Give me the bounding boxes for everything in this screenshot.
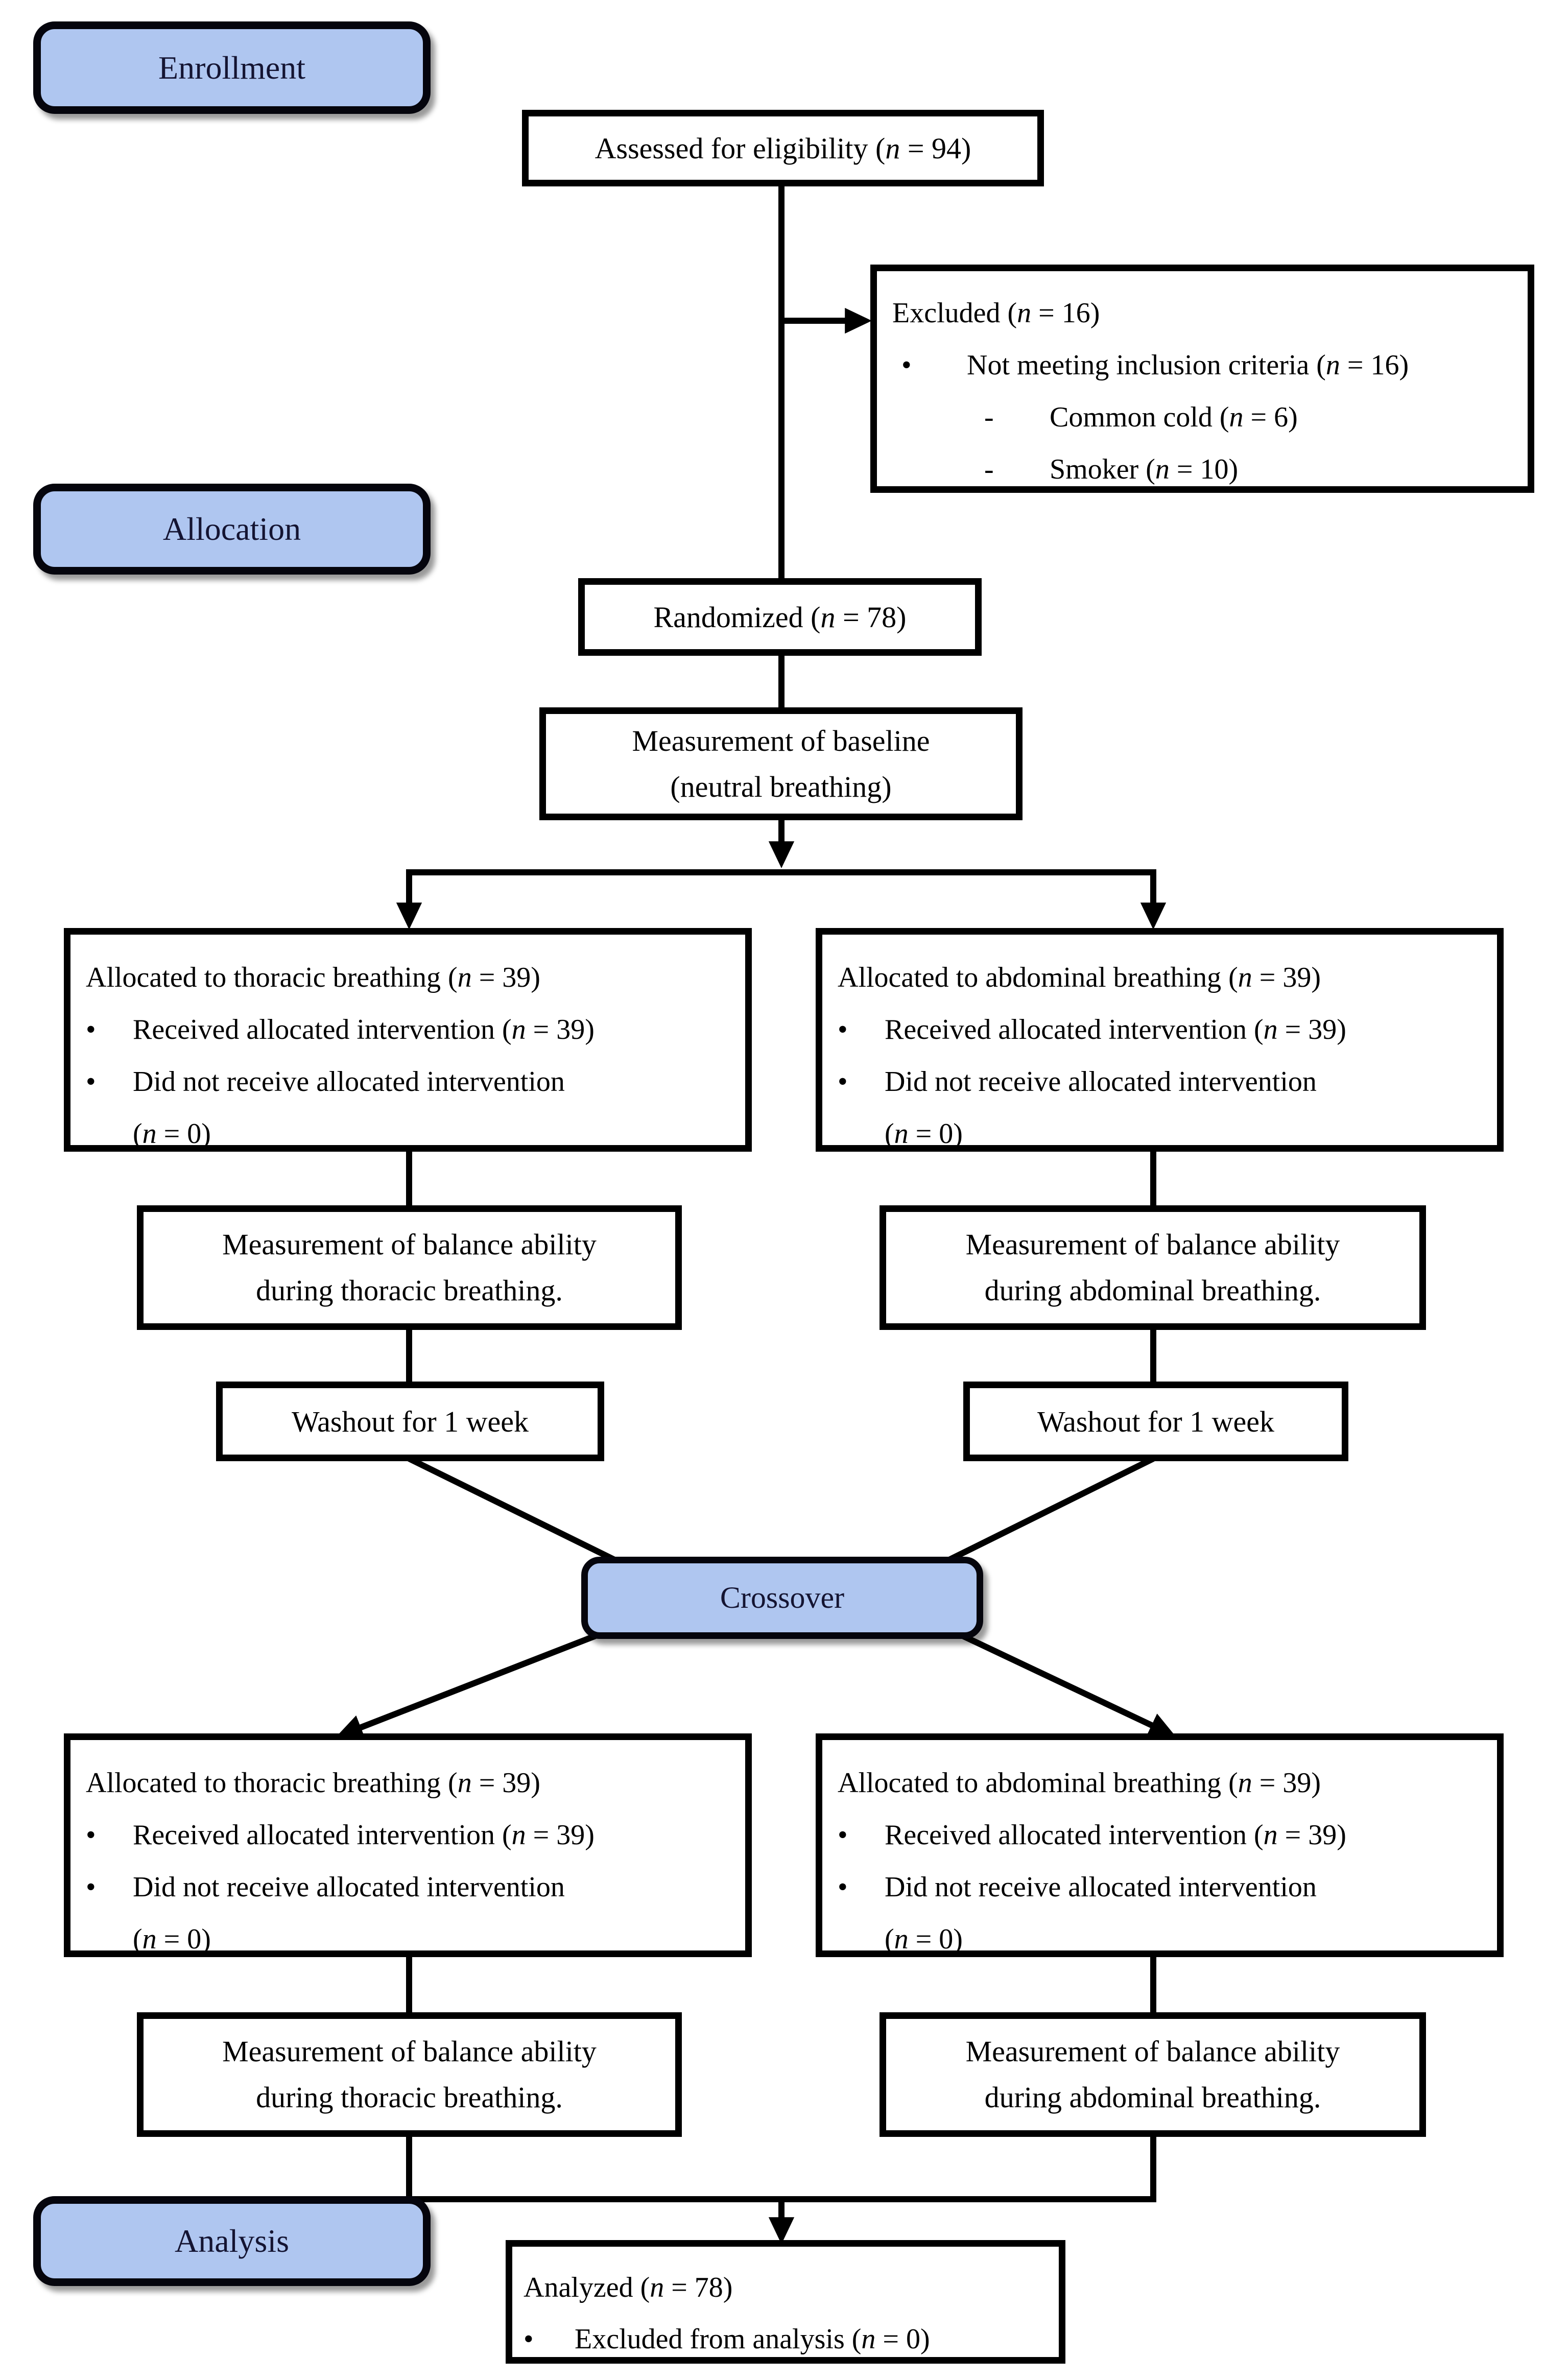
bullet-marker: • [86,1871,96,1903]
box-alloc-thoracic-2: Allocated to thoracic breathing (n = 39)… [64,1733,752,1957]
badge-enrollment-label: Enrollment [158,49,305,86]
meas-thoracic-1-line2: during thoracic breathing. [256,1274,563,1307]
alloc-thoracic-1-title: Allocated to thoracic breathing (n = 39) [86,962,540,993]
bullet-marker: • [838,1871,848,1903]
analyzed-excluded-label: Excluded from analysis (n = 0) [575,2323,930,2355]
excluded-item-common-cold: - Common cold (n = 6) [877,392,1528,444]
meas-thoracic-2-line2: during thoracic breathing. [256,2081,563,2114]
washout-left-label: Washout for 1 week [291,1405,529,1438]
connector-crossover-to-alloc2-left [336,1620,630,1740]
box-washout-left: Washout for 1 week [216,1382,604,1461]
bullet-marker: • [901,349,912,381]
dash-marker: - [984,401,994,433]
badge-enrollment: Enrollment [33,21,431,114]
alloc-thoracic-1-received-label: Received allocated intervention (n = 39) [133,1013,595,1045]
badge-analysis-label: Analysis [175,2223,289,2259]
alloc-abdominal-2-received: • Received allocated intervention (n = 3… [822,1810,1497,1862]
excluded-item-common-cold-label: Common cold (n = 6) [1050,401,1298,433]
box-meas-abdominal-2: Measurement of balance ability during ab… [880,2012,1426,2137]
dash-marker: - [984,453,994,485]
alloc-abdominal-1-not-received-label: Did not receive allocated intervention [885,1065,1317,1098]
washout-right-label: Washout for 1 week [1037,1405,1275,1438]
alloc-thoracic-2-received-label: Received allocated intervention (n = 39) [133,1819,595,1851]
badge-allocation: Allocation [33,484,431,575]
meas-thoracic-1-line1: Measurement of balance ability [222,1228,597,1262]
alloc-thoracic-1-not-received: • Did not receive allocated intervention [70,1056,745,1108]
box-meas-abdominal-1: Measurement of balance ability during ab… [880,1205,1426,1330]
bullet-marker: • [838,1065,848,1098]
alloc-abdominal-2-not-received-n: (n = 0) [885,1923,963,1955]
meas-thoracic-2-line1: Measurement of balance ability [222,2035,597,2068]
alloc-thoracic-2-not-received: • Did not receive allocated intervention [70,1862,745,1914]
bullet-marker: • [86,1013,96,1045]
box-crossover: Crossover [581,1557,983,1639]
connector-washout-right-to-crossover [921,1456,1155,1576]
crossover-label: Crossover [720,1581,845,1614]
excluded-item-smoker-label: Smoker (n = 10) [1050,453,1239,485]
alloc-abdominal-1-not-received-n: (n = 0) [885,1117,963,1150]
box-analyzed: Analyzed (n = 78) • Excluded from analys… [506,2240,1065,2364]
assessed-label: Assessed for eligibility (n = 94) [595,131,971,165]
connector-washout-left-to-crossover [408,1456,643,1576]
excluded-item-smoker: - Smoker (n = 10) [877,444,1528,496]
alloc-thoracic-2-received: • Received allocated intervention (n = 3… [70,1810,745,1862]
box-excluded: Excluded (n = 16) • Not meeting inclusio… [870,265,1534,493]
alloc-thoracic-1-not-received-n: (n = 0) [133,1117,211,1150]
baseline-line2: (neutral breathing) [670,770,892,803]
box-alloc-abdominal-1: Allocated to abdominal breathing (n = 39… [816,928,1504,1152]
bullet-marker: • [86,1065,96,1098]
alloc-thoracic-1-received: • Received allocated intervention (n = 3… [70,1004,745,1056]
alloc-thoracic-2-not-received-label: Did not receive allocated intervention [133,1871,565,1903]
excluded-item-not-meeting: • Not meeting inclusion criteria (n = 16… [877,340,1528,392]
bullet-marker: • [838,1819,848,1851]
box-meas-thoracic-1: Measurement of balance ability during th… [137,1205,682,1330]
bullet-marker: • [838,1013,848,1045]
box-washout-right: Washout for 1 week [963,1382,1348,1461]
box-randomized: Randomized (n = 78) [578,578,982,656]
box-meas-thoracic-2: Measurement of balance ability during th… [137,2012,682,2137]
bullet-marker: • [524,2323,534,2355]
meas-abdominal-2-line2: during abdominal breathing. [984,2081,1321,2114]
alloc-abdominal-2-not-received-label: Did not receive allocated intervention [885,1871,1317,1903]
alloc-abdominal-1-received: • Received allocated intervention (n = 3… [822,1004,1497,1056]
meas-abdominal-1-line1: Measurement of balance ability [965,1228,1340,1262]
box-alloc-abdominal-2: Allocated to abdominal breathing (n = 39… [816,1733,1504,1957]
meas-abdominal-1-line2: during abdominal breathing. [984,1274,1321,1307]
box-baseline-measurement: Measurement of baseline (neutral breathi… [539,707,1023,820]
badge-analysis: Analysis [33,2196,431,2286]
excluded-title: Excluded (n = 16) [892,297,1100,329]
alloc-abdominal-2-not-received: • Did not receive allocated intervention [822,1862,1497,1914]
alloc-thoracic-1-not-received-label: Did not receive allocated intervention [133,1065,565,1098]
alloc-thoracic-2-not-received-n: (n = 0) [133,1923,211,1955]
box-alloc-thoracic-1: Allocated to thoracic breathing (n = 39)… [64,928,752,1152]
bullet-marker: • [86,1819,96,1851]
analyzed-title: Analyzed (n = 78) [524,2272,733,2303]
connector-crossover-to-alloc2-right [934,1620,1176,1737]
alloc-abdominal-2-title: Allocated to abdominal breathing (n = 39… [838,1767,1321,1799]
excluded-item-not-meeting-label: Not meeting inclusion criteria (n = 16) [967,349,1409,381]
alloc-abdominal-1-received-label: Received allocated intervention (n = 39) [885,1013,1346,1045]
alloc-abdominal-1-title: Allocated to abdominal breathing (n = 39… [838,962,1321,993]
randomized-label: Randomized (n = 78) [653,600,907,634]
box-assessed-eligibility: Assessed for eligibility (n = 94) [522,110,1044,186]
analyzed-excluded-item: • Excluded from analysis (n = 0) [512,2314,1059,2365]
baseline-line1: Measurement of baseline [632,724,930,757]
alloc-thoracic-2-title: Allocated to thoracic breathing (n = 39) [86,1767,540,1799]
meas-abdominal-2-line1: Measurement of balance ability [965,2035,1340,2068]
badge-allocation-label: Allocation [162,511,301,547]
alloc-abdominal-2-received-label: Received allocated intervention (n = 39) [885,1819,1346,1851]
alloc-abdominal-1-not-received: • Did not receive allocated intervention [822,1056,1497,1108]
